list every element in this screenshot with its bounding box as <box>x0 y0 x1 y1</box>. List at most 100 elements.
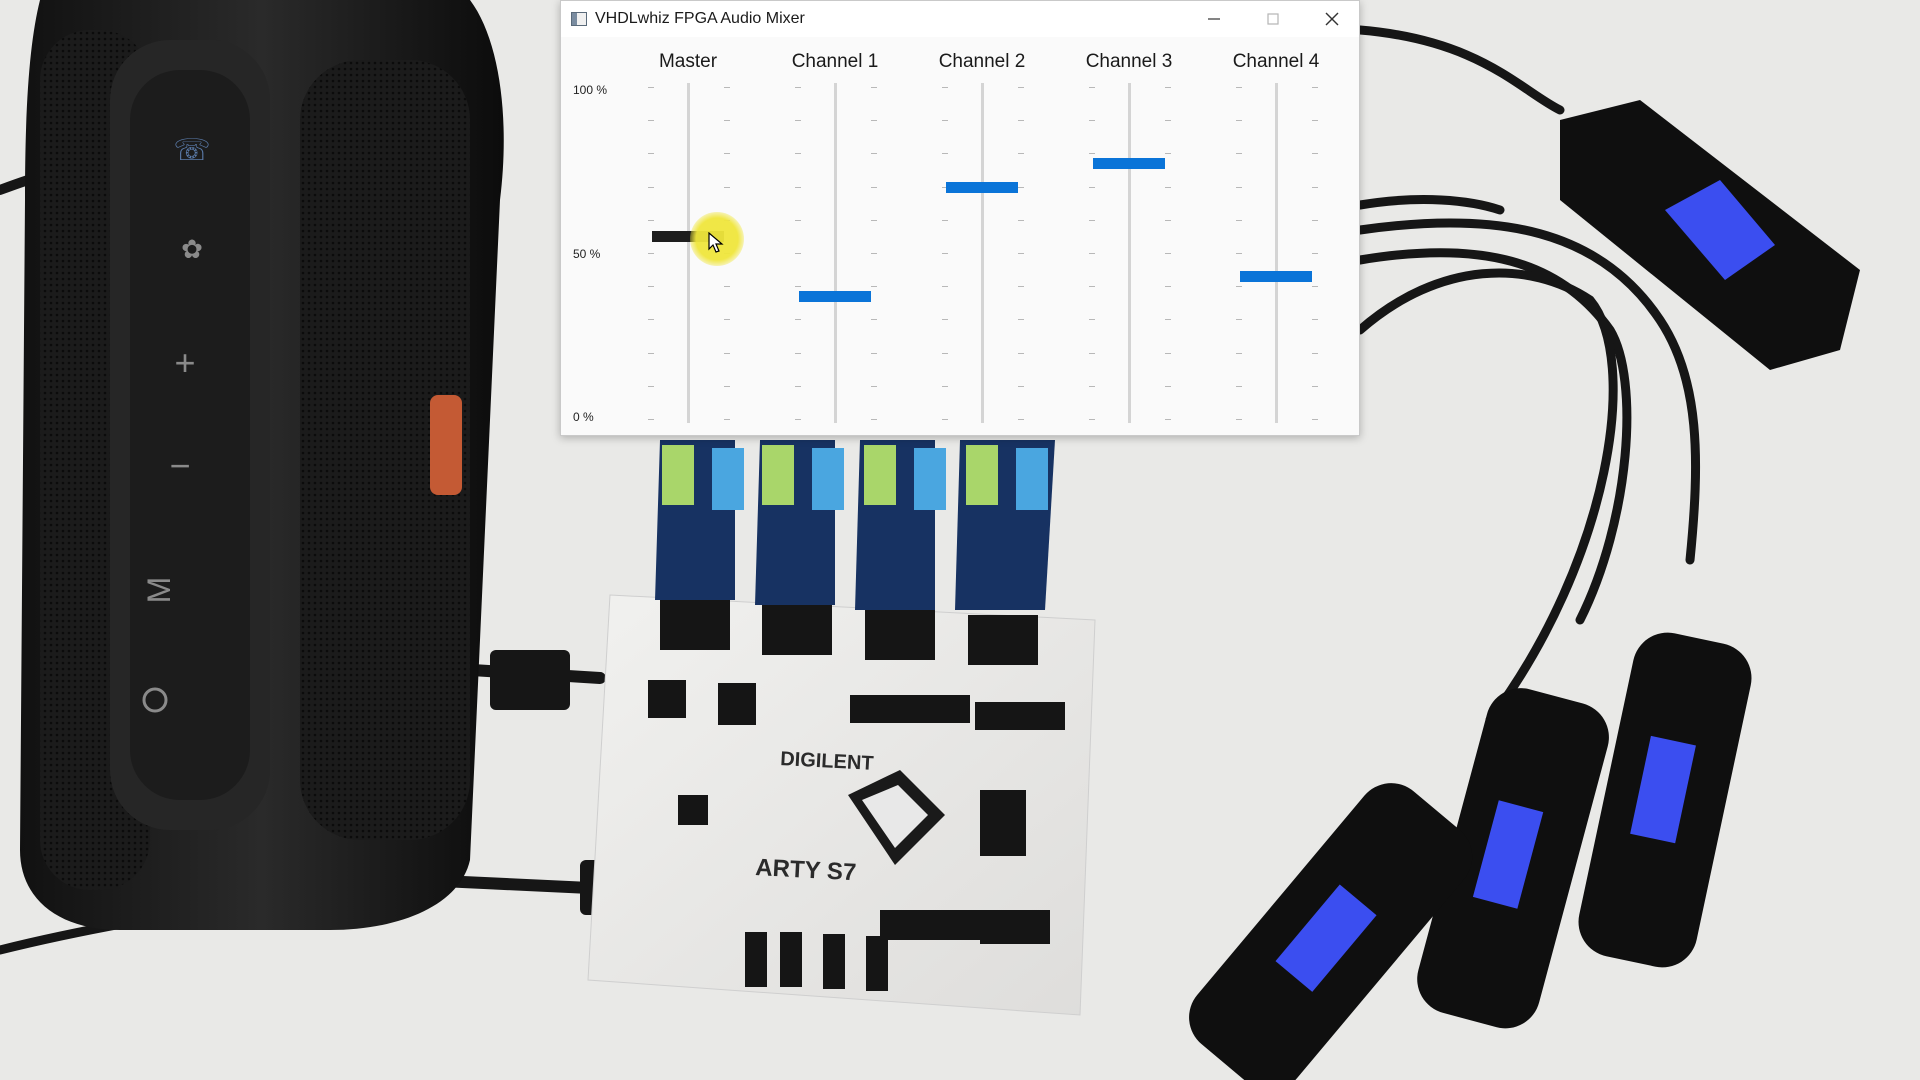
channel-3-tick-mark <box>1165 253 1171 254</box>
channel-3-tick-mark <box>1165 352 1171 354</box>
master-slider-track[interactable] <box>687 83 690 423</box>
channel-3-tick-mark <box>1165 319 1171 321</box>
close-button[interactable] <box>1303 1 1361 37</box>
channel-3-tick-mark <box>1165 186 1171 188</box>
channel-1-tick-mark <box>871 352 877 354</box>
svg-text:M: M <box>141 577 177 604</box>
channel-1-tick-mark <box>871 87 877 88</box>
channel-2-tick-mark <box>942 385 948 387</box>
scale-label-100: 100 % <box>573 83 608 97</box>
mixer-window: VHDLwhiz FPGA Audio Mixer 100 % 50 % 0 %… <box>560 0 1360 436</box>
channel-2-tick-mark <box>942 120 948 122</box>
channel-3-tick-mark <box>1089 153 1095 155</box>
channel-3-tick-mark <box>1089 219 1095 221</box>
channel-3-slider-track[interactable] <box>1128 83 1131 423</box>
channel-3-tick-mark <box>1089 120 1095 122</box>
master-tick-mark <box>648 153 654 155</box>
channel-3-tick-mark <box>1165 419 1171 420</box>
channel-4-tick-mark <box>1312 419 1318 420</box>
board-name-label: ARTY S7 <box>755 854 857 886</box>
channel-2-tick-mark <box>1018 87 1024 88</box>
channel-4-tick-mark <box>1236 219 1242 221</box>
channel-1-tick-mark <box>795 186 801 188</box>
channel-3-tick-mark <box>1165 286 1171 288</box>
channel-4-tick-mark <box>1236 419 1242 420</box>
master-tick-mark <box>648 120 654 122</box>
channel-3-tick-mark <box>1165 87 1171 88</box>
minimize-icon <box>1208 18 1220 20</box>
channel-4-tick-mark <box>1312 385 1318 387</box>
channel-4-tick-mark <box>1236 87 1242 88</box>
channel-3-tick-mark <box>1089 319 1095 321</box>
master-tick-mark <box>648 186 654 188</box>
channel-4-slider-track[interactable] <box>1275 83 1278 423</box>
channel-4-slider-handle[interactable] <box>1240 271 1312 283</box>
channel-2-slider-handle[interactable] <box>946 181 1018 193</box>
channel-2-tick-mark <box>942 153 948 155</box>
channel-3-tick-mark <box>1165 153 1171 155</box>
channel-1-tick-mark <box>795 253 801 254</box>
channel-1-label: Channel 1 <box>791 51 879 72</box>
channel-3-tick-mark <box>1089 286 1095 288</box>
channel-4-tick-mark <box>1236 186 1242 188</box>
master-slider-handle[interactable] <box>652 231 724 243</box>
channel-1-tick-mark <box>871 219 877 221</box>
channel-4-tick-mark <box>1236 385 1242 387</box>
channel-4-tick-mark <box>1312 319 1318 321</box>
channel-4-label: Channel 4 <box>1232 51 1320 72</box>
minimize-button[interactable] <box>1185 1 1243 37</box>
channel-1-tick-mark <box>795 153 801 155</box>
channel-4-tick-mark <box>1236 120 1242 122</box>
channel-2-tick-mark <box>1018 385 1024 387</box>
master-label: Master <box>658 51 718 72</box>
channel-3-tick-mark <box>1089 352 1095 354</box>
channel-3-slider-handle[interactable] <box>1093 158 1165 170</box>
channel-2-tick-mark <box>1018 219 1024 221</box>
channel-2-slider-track[interactable] <box>981 83 984 423</box>
master-tick-mark <box>648 419 654 420</box>
channel-2-tick-mark <box>1018 153 1024 155</box>
master-tick-mark <box>648 219 654 221</box>
channel-3-tick-mark <box>1089 186 1095 188</box>
master-tick-mark <box>724 385 730 387</box>
channel-2-label: Channel 2 <box>938 51 1026 72</box>
channel-2-tick-mark <box>942 253 948 254</box>
channel-4-tick-mark <box>1236 286 1242 288</box>
channel-2-tick-mark <box>1018 253 1024 254</box>
channel-1-tick-mark <box>871 419 877 420</box>
channel-3-tick-mark <box>1165 120 1171 122</box>
channel-1-tick-mark <box>871 253 877 254</box>
channel-4-tick-mark <box>1312 120 1318 122</box>
master-tick-mark <box>724 87 730 88</box>
channel-1-tick-mark <box>795 319 801 321</box>
mouse-pointer-icon <box>708 232 724 254</box>
master-tick-mark <box>648 352 654 354</box>
channel-1-slider-handle[interactable] <box>799 291 871 303</box>
svg-text:✿: ✿ <box>181 234 203 264</box>
channel-1-tick-mark <box>795 385 801 387</box>
master-tick-mark <box>648 87 654 88</box>
channel-3-tick-mark <box>1165 385 1171 387</box>
channel-1-tick-mark <box>795 120 801 122</box>
channel-2-tick-mark <box>942 186 948 188</box>
maximize-button[interactable] <box>1244 1 1302 37</box>
channel-1-tick-mark <box>871 319 877 321</box>
channel-4-tick-mark <box>1312 352 1318 354</box>
master-tick-mark <box>724 319 730 321</box>
master-tick-mark <box>724 352 730 354</box>
master-tick-mark <box>648 253 654 254</box>
channel-4-tick-mark <box>1236 319 1242 321</box>
channel-1-tick-mark <box>795 219 801 221</box>
master-tick-mark <box>724 153 730 155</box>
svg-text:−: − <box>169 445 190 486</box>
svg-text:☏: ☏ <box>173 134 211 167</box>
board-brand-label: DIGILENT <box>780 748 874 775</box>
channel-1-slider-track[interactable] <box>834 83 837 423</box>
title-bar[interactable]: VHDLwhiz FPGA Audio Mixer <box>561 1 1359 37</box>
channel-4-tick-mark <box>1312 286 1318 288</box>
channel-3-label: Channel 3 <box>1085 51 1173 72</box>
channel-2-tick-mark <box>942 219 948 221</box>
channel-3-tick-mark <box>1089 419 1095 420</box>
channel-2-tick-mark <box>1018 120 1024 122</box>
channel-3-tick-mark <box>1089 87 1095 88</box>
